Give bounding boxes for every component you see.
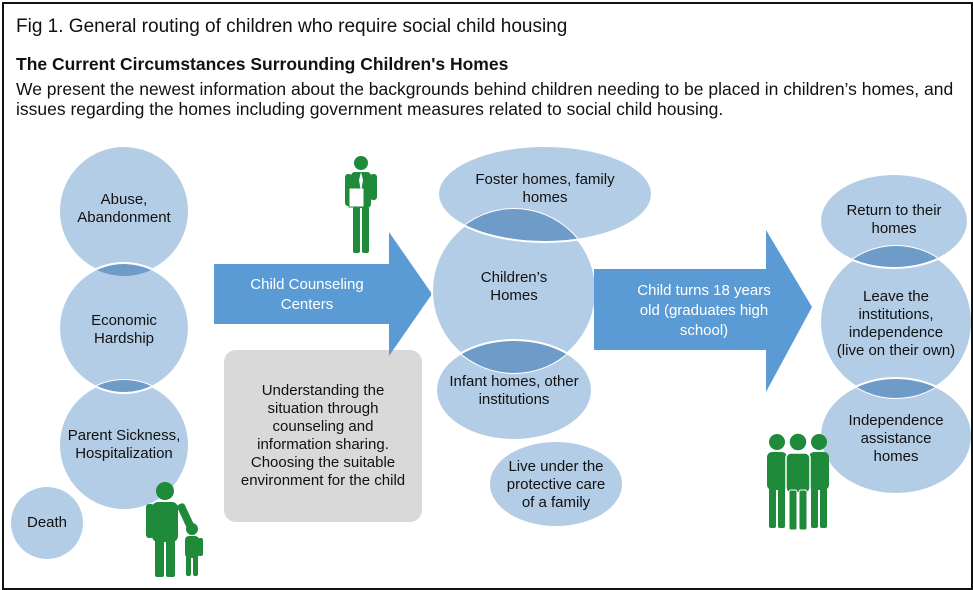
family-care-label: Live under the protective care of a fami… [506, 458, 606, 511]
abuse-economic-overlap [59, 262, 189, 276]
counseling-role-label: Understanding the situation through coun… [240, 382, 406, 489]
figure-caption: Fig 1. General routing of children who r… [16, 16, 568, 37]
routing-diagram [11, 145, 971, 577]
foster-label: Foster homes, family homes [475, 171, 615, 206]
childrens-homes-label: Children’s Homes [480, 269, 548, 304]
age-out-arrow [594, 230, 812, 392]
parent-child-icon [146, 482, 203, 577]
counselor-icon [345, 156, 377, 253]
family-care-ellipse [490, 442, 622, 526]
figure-description: We present the newest information about … [16, 79, 954, 119]
return-label: Return to their homes [846, 202, 942, 237]
death-circle [11, 487, 83, 559]
return-overlap [820, 246, 969, 269]
counseling-arrow [214, 232, 432, 356]
economic-sickness-overlap [59, 380, 189, 394]
counseling-role-box [224, 350, 422, 522]
foster-overlap [437, 209, 596, 243]
age-out-label: Child turns 18 years old (graduates high… [637, 282, 771, 339]
sickness-label: Parent Sickness, Hospitalization [67, 427, 181, 462]
young-adults-icon [767, 432, 829, 531]
death-label: Death [26, 514, 68, 531]
counseling-center-label: Child Counseling Centers [250, 276, 364, 313]
assistance-overlap [820, 377, 971, 398]
leave-label: Leave the institutions, independence (li… [836, 288, 956, 359]
figure-heading: The Current Circumstances Surrounding Ch… [16, 54, 509, 74]
abuse-label: Abuse, Abandonment [77, 191, 171, 226]
economic-label: Economic Hardship [91, 312, 157, 347]
infant-label: Infant homes, other institutions [449, 373, 579, 408]
assistance-label: Independence assistance homes [848, 412, 944, 465]
